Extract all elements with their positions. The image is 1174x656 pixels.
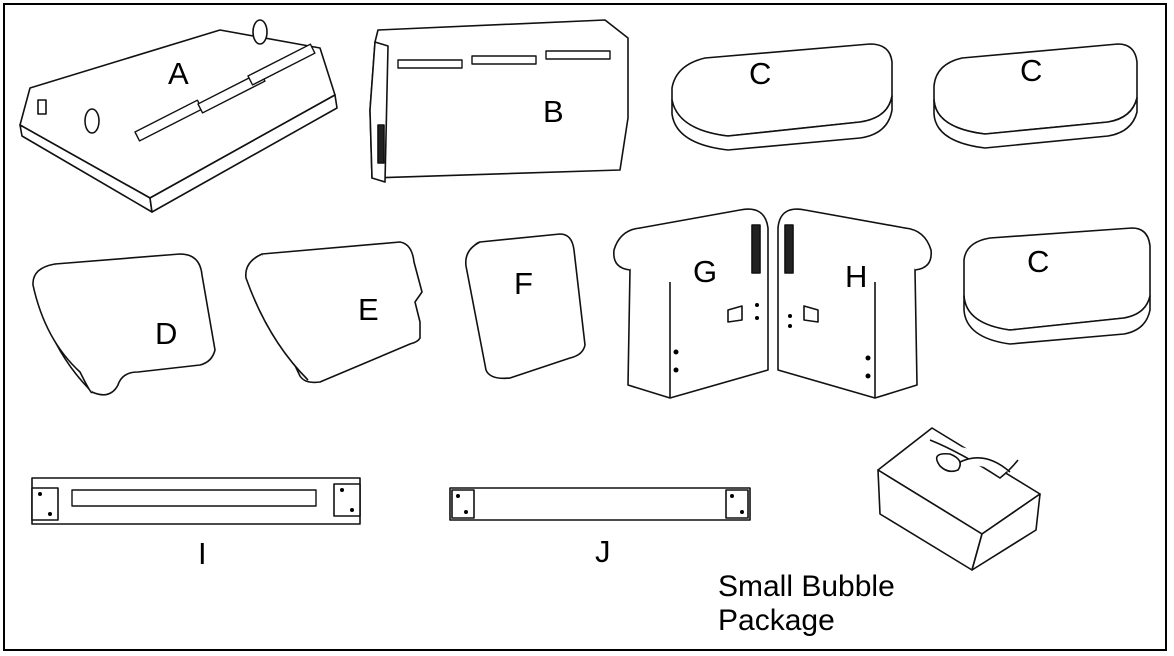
part-label-e: E: [358, 294, 379, 325]
part-label-a: A: [168, 58, 189, 89]
part-label-b: B: [543, 96, 564, 127]
part-label-c-2: C: [1020, 55, 1042, 86]
part-g-left-arm: [614, 209, 768, 398]
part-label-i: I: [198, 538, 207, 569]
part-e-back-cushion: [246, 242, 422, 382]
part-c-cushion-3: [964, 228, 1150, 344]
package-label-line-1: Small Bubble: [718, 570, 895, 604]
part-f-back-cushion: [466, 234, 585, 378]
package-label-line-2: Package: [718, 604, 895, 638]
part-label-h: H: [845, 261, 867, 292]
part-d-back-cushion: [33, 254, 215, 395]
part-label-j: J: [595, 536, 611, 567]
part-j-rail: [450, 488, 750, 520]
part-label-c-1: C: [749, 58, 771, 89]
part-label-f: F: [514, 268, 533, 299]
part-c-cushion-1: [672, 44, 892, 150]
part-label-g: G: [693, 256, 717, 287]
part-h-right-arm: [778, 209, 931, 398]
part-a-seat-platform: [20, 20, 337, 212]
part-b-back-panel: [370, 20, 628, 182]
part-label-d: D: [155, 318, 177, 349]
package-label: Small Bubble Package: [718, 570, 895, 638]
part-i-rail: [32, 478, 360, 524]
small-bubble-package-icon: [878, 428, 1040, 570]
part-label-c-3: C: [1027, 246, 1049, 277]
